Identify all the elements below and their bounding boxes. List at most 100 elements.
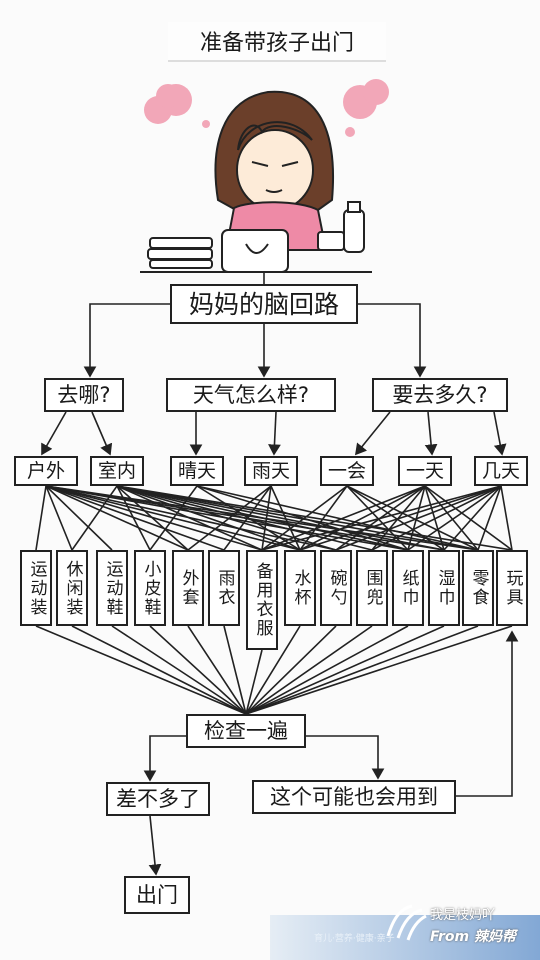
connector-line bbox=[116, 485, 409, 551]
item-box: 备用衣服 bbox=[246, 550, 278, 650]
item-box: 湿巾 bbox=[428, 550, 460, 626]
connector-line bbox=[261, 485, 502, 551]
connector-line bbox=[35, 485, 47, 551]
connector-line bbox=[424, 411, 438, 456]
connector-line bbox=[196, 485, 409, 551]
item-box: 水杯 bbox=[284, 550, 316, 626]
item-box: 运动鞋 bbox=[96, 550, 128, 626]
connector-line bbox=[196, 485, 479, 551]
connector-line bbox=[116, 485, 151, 551]
connector-line bbox=[354, 411, 391, 456]
connector-line bbox=[346, 485, 445, 551]
connector-line bbox=[149, 485, 198, 551]
question-where: 去哪? bbox=[44, 378, 124, 412]
footer-watermark-text: 育儿·营养·健康·亲子 bbox=[314, 934, 395, 944]
connector-line bbox=[424, 485, 513, 551]
option-box: 几天 bbox=[474, 456, 528, 486]
brain-circuit-box: 妈妈的脑回路 bbox=[170, 284, 358, 324]
mom-illustration bbox=[140, 79, 389, 273]
item-box: 运动装 bbox=[20, 550, 52, 626]
option-box: 室内 bbox=[90, 456, 144, 486]
connector-line bbox=[148, 815, 162, 876]
connector-line bbox=[245, 625, 479, 715]
connector-line bbox=[71, 485, 118, 551]
connector-line bbox=[299, 485, 426, 551]
connector-line bbox=[335, 485, 502, 551]
option-box: 一会 bbox=[320, 456, 374, 486]
check-once-box: 检查一遍 bbox=[186, 714, 306, 748]
connector-line bbox=[83, 303, 170, 378]
item-box: 零食 bbox=[462, 550, 494, 626]
connector-line bbox=[245, 625, 513, 715]
connector-line bbox=[245, 625, 301, 715]
connector-line bbox=[407, 485, 502, 551]
connector-line bbox=[456, 630, 519, 797]
question-weather: 天气怎么样? bbox=[166, 378, 336, 412]
connector-line bbox=[116, 485, 373, 551]
connector-line bbox=[45, 485, 113, 551]
connector-line bbox=[116, 485, 189, 551]
connector-line bbox=[245, 625, 337, 715]
option-box: 一天 bbox=[398, 456, 452, 486]
connector-line bbox=[245, 649, 263, 715]
connector-line bbox=[424, 485, 445, 551]
almost-done-box: 差不多了 bbox=[106, 782, 210, 816]
connector-line bbox=[45, 485, 263, 551]
connector-line bbox=[261, 485, 426, 551]
item-box: 外套 bbox=[172, 550, 204, 626]
connector-line bbox=[245, 625, 373, 715]
connector-line bbox=[71, 625, 247, 715]
connector-line bbox=[45, 485, 225, 551]
connector-line bbox=[223, 625, 247, 715]
connector-line bbox=[477, 485, 502, 551]
item-box: 小皮鞋 bbox=[134, 550, 166, 626]
connector-line bbox=[111, 625, 247, 715]
connector-line bbox=[424, 485, 479, 551]
connector-line bbox=[245, 625, 445, 715]
item-box: 雨衣 bbox=[208, 550, 240, 626]
question-duration: 要去多久? bbox=[372, 378, 508, 412]
connector-line bbox=[443, 485, 502, 551]
item-box: 围兜 bbox=[356, 550, 388, 626]
connector-line bbox=[261, 485, 348, 551]
connector-line bbox=[41, 411, 67, 456]
connector-line bbox=[35, 625, 247, 715]
connector-line bbox=[149, 625, 247, 715]
connector-line bbox=[223, 485, 272, 551]
connector-line bbox=[116, 485, 479, 551]
connector-line bbox=[116, 485, 301, 551]
connector-line bbox=[187, 485, 272, 551]
item-box: 休闲装 bbox=[56, 550, 88, 626]
connector-line bbox=[45, 485, 189, 551]
connector-line bbox=[116, 485, 263, 551]
connector-line bbox=[299, 485, 502, 551]
watermark-source: From 辣妈帮 bbox=[430, 929, 517, 945]
connector-line bbox=[45, 485, 73, 551]
maybe-useful-box: 这个可能也会用到 bbox=[252, 780, 456, 814]
option-box: 户外 bbox=[14, 456, 78, 486]
go-out-box: 出门 bbox=[124, 876, 190, 914]
connector-line bbox=[346, 485, 409, 551]
connector-line bbox=[500, 485, 513, 551]
connector-line bbox=[493, 411, 507, 456]
connector-line bbox=[358, 303, 427, 378]
connector-line bbox=[245, 625, 409, 715]
connector-line bbox=[346, 485, 479, 551]
page-title: 准备带孩子出门 bbox=[168, 22, 386, 62]
option-box: 晴天 bbox=[170, 456, 224, 486]
connector-line bbox=[261, 485, 272, 551]
watermark-account: 我是枝妈吖 bbox=[430, 908, 496, 923]
connector-line bbox=[371, 485, 502, 551]
connector-line bbox=[187, 625, 247, 715]
connector-line bbox=[306, 735, 385, 780]
brand-logo-icon bbox=[386, 904, 427, 941]
connector-line bbox=[143, 735, 186, 782]
option-box: 雨天 bbox=[244, 456, 298, 486]
connector-line bbox=[299, 485, 348, 551]
item-box: 玩具 bbox=[496, 550, 528, 626]
connector-line bbox=[116, 485, 513, 551]
item-box: 纸巾 bbox=[392, 550, 424, 626]
connector-line bbox=[116, 485, 445, 551]
item-box: 碗勺 bbox=[320, 550, 352, 626]
